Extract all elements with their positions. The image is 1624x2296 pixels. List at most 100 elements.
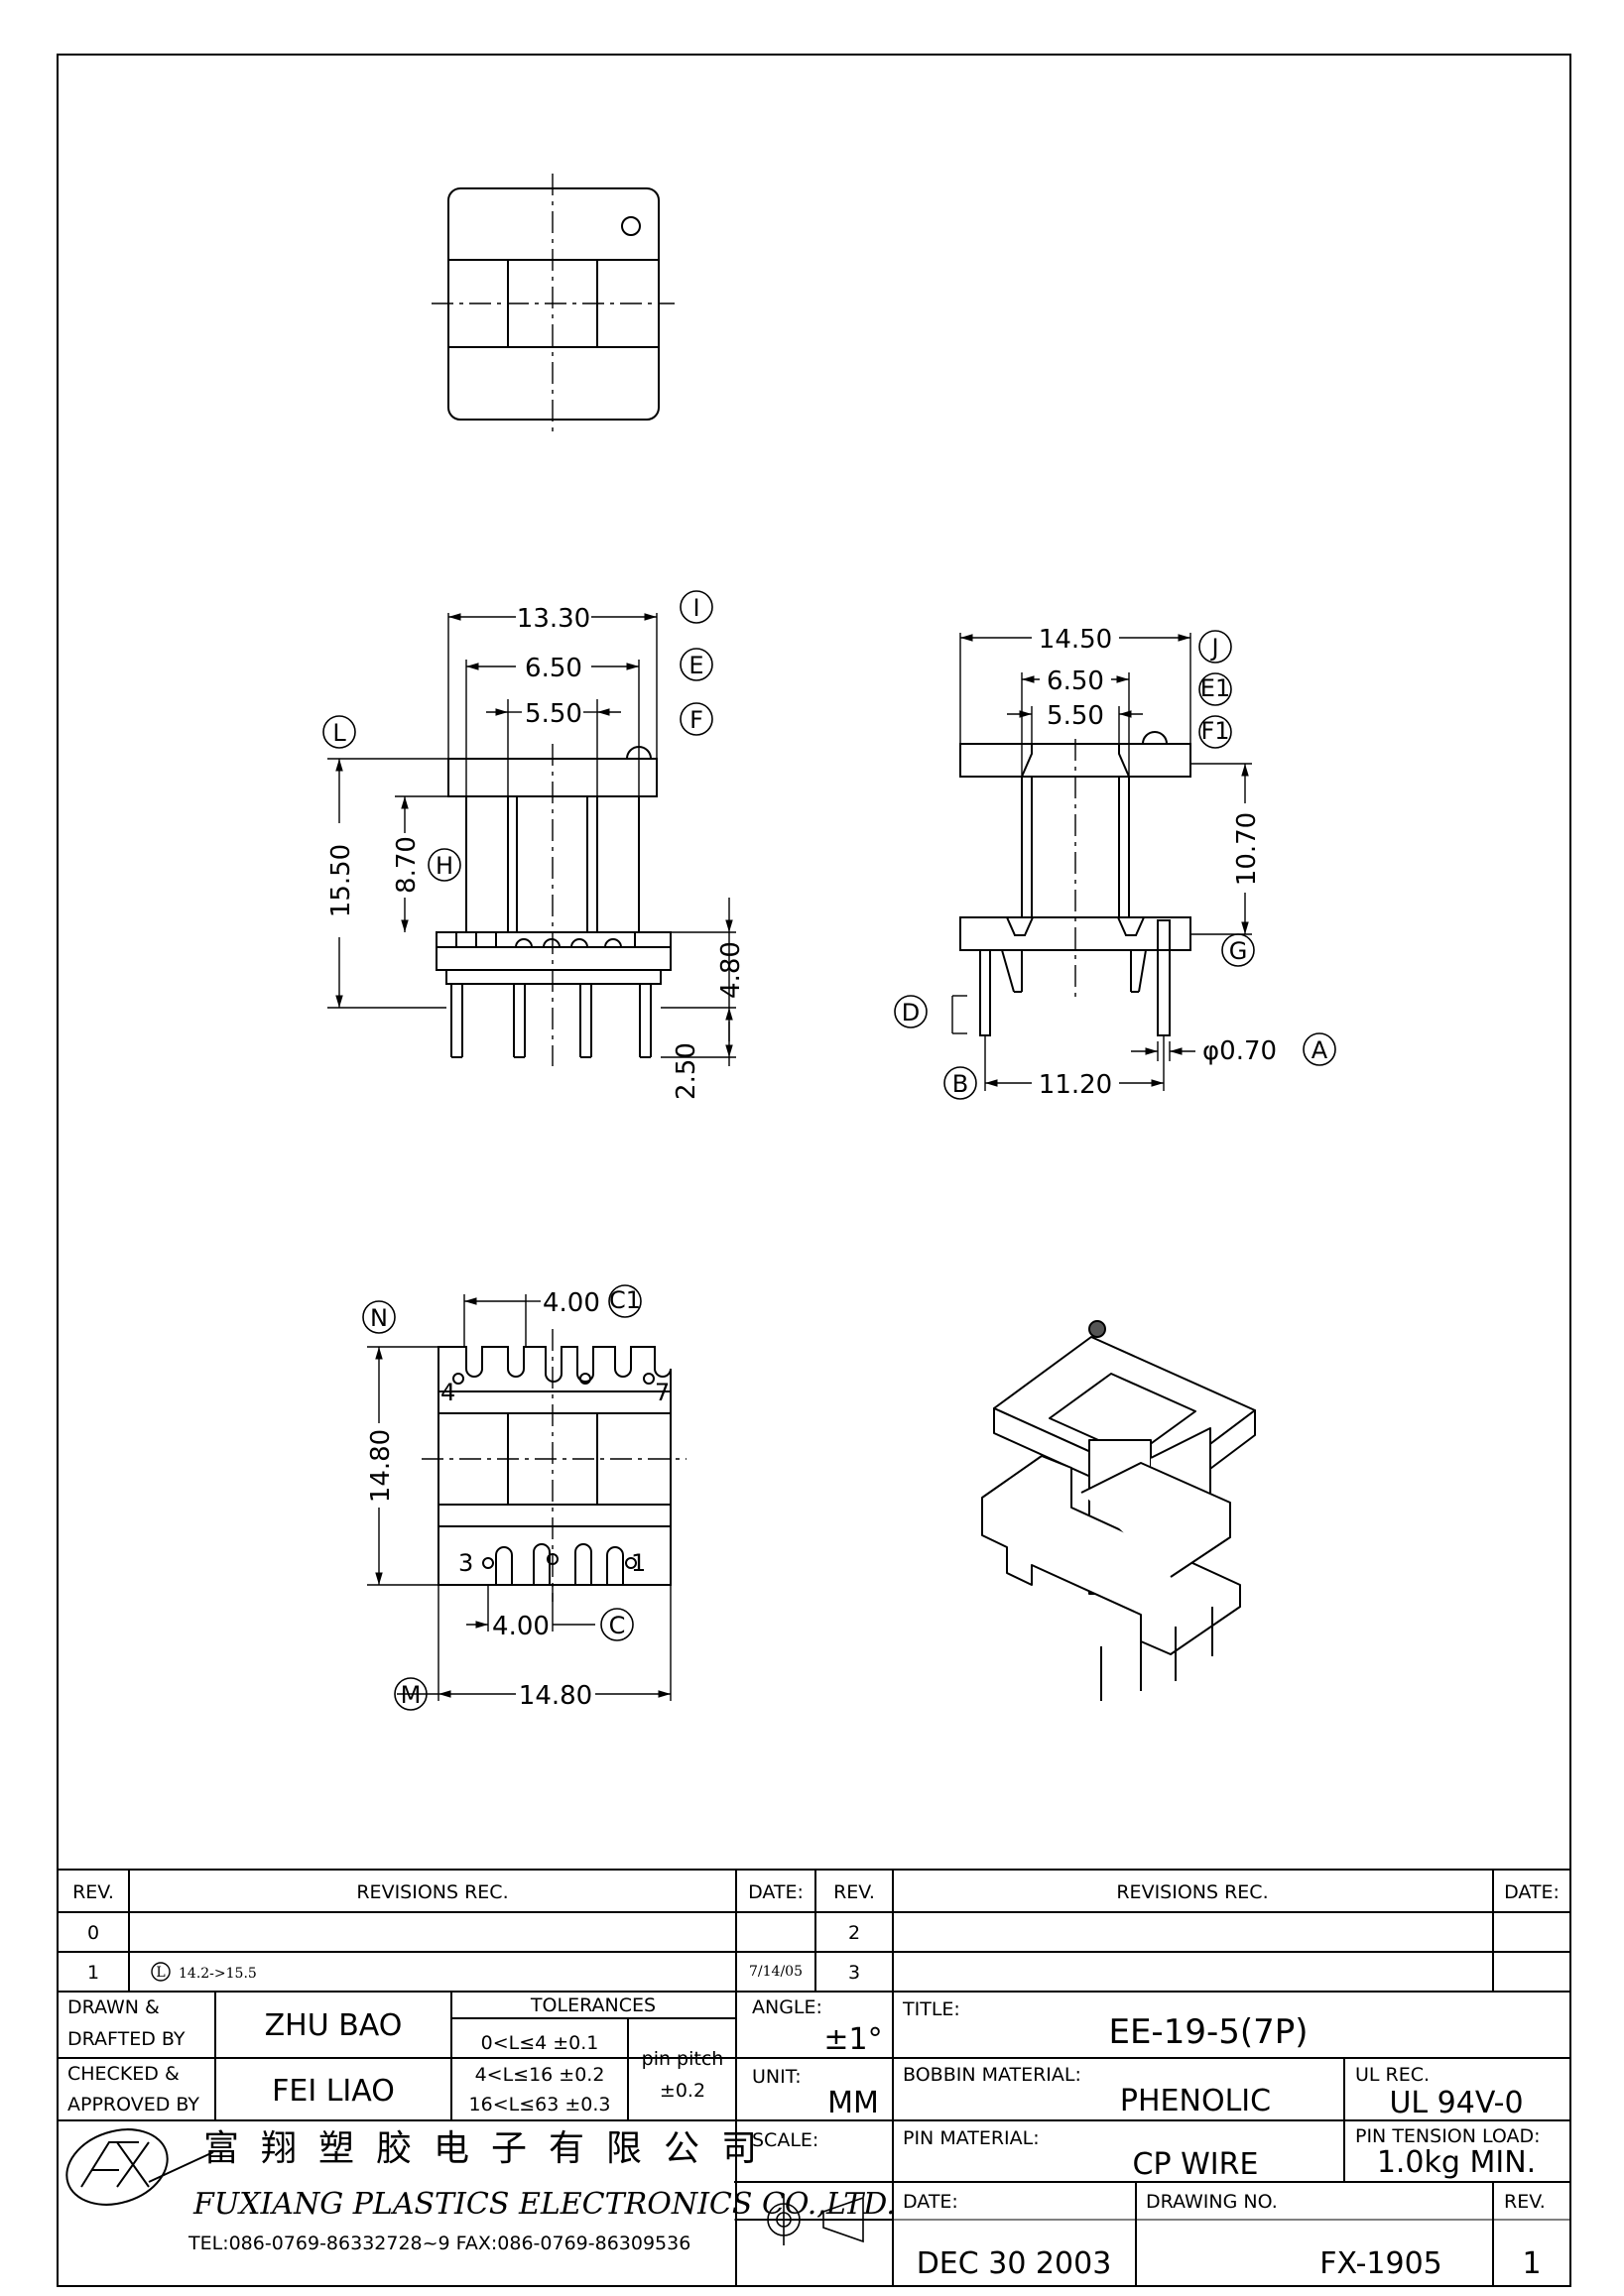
- rev-value: 1: [1522, 2246, 1541, 2281]
- rev-row-3: 3: [848, 1962, 860, 1984]
- callout-I: I: [692, 594, 699, 622]
- front-callout-text: I E F L H: [332, 594, 703, 880]
- date-label: DATE:: [903, 2191, 958, 2213]
- side-callout-text: J E1 F1 G D B A: [902, 634, 1328, 1098]
- unit-label: UNIT:: [752, 2066, 802, 2088]
- callout-F1: F1: [1200, 717, 1229, 745]
- drawing-no-value: FX-1905: [1319, 2246, 1442, 2281]
- rev-header-left: REV.: [72, 1881, 114, 1903]
- front-dimensions: [327, 613, 736, 1066]
- pin1-marker-circle: [621, 216, 641, 236]
- rev-row-2: 2: [848, 1922, 860, 1944]
- angle-value: ±1°: [823, 2022, 882, 2057]
- rev-row-1-date: 7/14/05: [749, 1964, 803, 1980]
- drawing-title: EE-19-5(7P): [1108, 2012, 1308, 2052]
- callout-D: D: [902, 999, 920, 1027]
- dim-2-50: 2.50: [672, 1042, 701, 1100]
- unit-value: MM: [827, 2086, 879, 2120]
- isometric-view: [981, 1320, 1256, 1701]
- company-name-chinese: 富翔塑胶电子有限公司: [203, 2128, 779, 2169]
- callout-B: B: [952, 1070, 968, 1098]
- side-view: [959, 731, 1191, 1036]
- scale-label: SCALE:: [752, 2129, 818, 2151]
- title-label: TITLE:: [902, 1998, 960, 2020]
- tolerance-row-2: 4<L≤16 ±0.2: [475, 2064, 605, 2086]
- callout-C: C: [609, 1612, 626, 1639]
- callout-A: A: [1312, 1036, 1328, 1064]
- dim-4-00-top: 4.00: [543, 1288, 600, 1318]
- callout-G: G: [1229, 937, 1248, 965]
- rev-label: REV.: [1504, 2191, 1546, 2213]
- dim-pin-diameter: φ0.70: [1202, 1036, 1277, 1066]
- pin-pitch-label: pin pitch: [642, 2048, 724, 2070]
- tolerances-header: TOLERANCES: [530, 1994, 656, 2016]
- drawn-label-line1: DRAWN &: [67, 1996, 160, 2018]
- dim-14-50: 14.50: [1039, 625, 1112, 655]
- dim-side-5-50: 5.50: [1047, 701, 1104, 731]
- date-value: DEC 30 2003: [917, 2246, 1112, 2281]
- bobbin-material-value: PHENOLIC: [1120, 2084, 1271, 2118]
- pin-4: 4: [440, 1379, 455, 1406]
- dim-5-50: 5.50: [525, 699, 582, 729]
- tolerance-row-3: 16<L≤63 ±0.3: [469, 2094, 611, 2115]
- checked-label-line1: CHECKED &: [67, 2063, 180, 2085]
- side-dim-text: 14.50 6.50 5.50 10.70 11.20 φ0.70: [1039, 625, 1277, 1100]
- spec-block: ANGLE: ±1° UNIT: MM SCALE: TITLE: EE-19-…: [752, 1996, 1546, 2281]
- pin-pitch-value: ±0.2: [660, 2080, 705, 2102]
- bottom-callout-text: N C1 C M: [370, 1286, 641, 1709]
- drawn-label-line2: DRAFTED BY: [67, 2028, 186, 2050]
- dim-4-00-bottom: 4.00: [492, 1612, 550, 1641]
- rev-header-right: REV.: [833, 1881, 875, 1903]
- top-view: [432, 174, 675, 436]
- rev-row-0: 0: [87, 1922, 99, 1944]
- callout-M: M: [401, 1681, 422, 1709]
- bottom-callouts: [362, 1284, 642, 1711]
- front-view: [436, 744, 672, 1066]
- pin-tension-value: 1.0kg MIN.: [1377, 2145, 1536, 2180]
- dim-10-70: 10.70: [1232, 812, 1262, 886]
- date-header-right: DATE:: [1504, 1881, 1560, 1903]
- revisions-header-left: REVISIONS REC.: [356, 1881, 508, 1903]
- front-dim-text: 13.30 6.50 5.50 15.50 8.70 4.80 2.50: [326, 604, 746, 1100]
- dim-side-6-50: 6.50: [1047, 666, 1104, 696]
- pin-3: 3: [458, 1549, 473, 1577]
- company-contact: TEL:086-0769-86332728~9 FAX:086-0769-863…: [187, 2233, 690, 2254]
- drawing-no-label: DRAWING NO.: [1146, 2191, 1278, 2213]
- pin-1: 1: [631, 1549, 646, 1577]
- dim-8-70: 8.70: [392, 836, 422, 894]
- revision-callout-L-icon: [151, 1962, 171, 1982]
- date-header-left: DATE:: [748, 1881, 804, 1903]
- revisions-header-right: REVISIONS REC.: [1116, 1881, 1268, 1903]
- bottom-pin-numbers: 4 7 3 1: [440, 1379, 670, 1577]
- callout-N: N: [370, 1304, 388, 1332]
- side-callouts: [894, 630, 1336, 1100]
- approval-block: DRAWN & DRAFTED BY ZHU BAO CHECKED & APP…: [67, 1994, 723, 2115]
- callout-E: E: [688, 652, 703, 679]
- pin-material-value: CP WIRE: [1133, 2147, 1259, 2182]
- rev-row-1: 1: [87, 1962, 99, 1984]
- revision-callout-L-letter: L: [156, 1965, 165, 1981]
- dim-14-80-vertical: 14.80: [366, 1429, 396, 1503]
- pin-tension-label: PIN TENSION LOAD:: [1355, 2125, 1541, 2147]
- dim-13-30: 13.30: [517, 604, 590, 634]
- dim-6-50: 6.50: [525, 654, 582, 683]
- bottom-view: [422, 1329, 687, 1602]
- dim-4-80: 4.80: [716, 941, 746, 999]
- sheet-border: [57, 54, 1571, 2287]
- callout-J: J: [1209, 634, 1218, 662]
- callout-C1: C1: [609, 1286, 641, 1314]
- ul-rec-value: UL 94V-0: [1389, 2086, 1523, 2120]
- revision-table: REV. REVISIONS REC. DATE: REV. REVISIONS…: [72, 1881, 1560, 1984]
- company-name-english: FUXIANG PLASTICS ELECTRONICS CO.,LTD.: [192, 2187, 896, 2222]
- drawn-by-value: ZHU BAO: [265, 2008, 403, 2043]
- front-callouts: [322, 590, 713, 882]
- rev-row-1-desc: 14.2->15.5: [179, 1966, 257, 1982]
- dim-14-80-horizontal: 14.80: [519, 1681, 592, 1711]
- bottom-dimensions: [367, 1294, 672, 1701]
- checked-by-value: FEI LIAO: [272, 2074, 395, 2109]
- angle-label: ANGLE:: [752, 1996, 822, 2018]
- callout-E1: E1: [1200, 674, 1230, 702]
- fx-logo-icon: [65, 2128, 214, 2206]
- callout-H: H: [436, 852, 453, 880]
